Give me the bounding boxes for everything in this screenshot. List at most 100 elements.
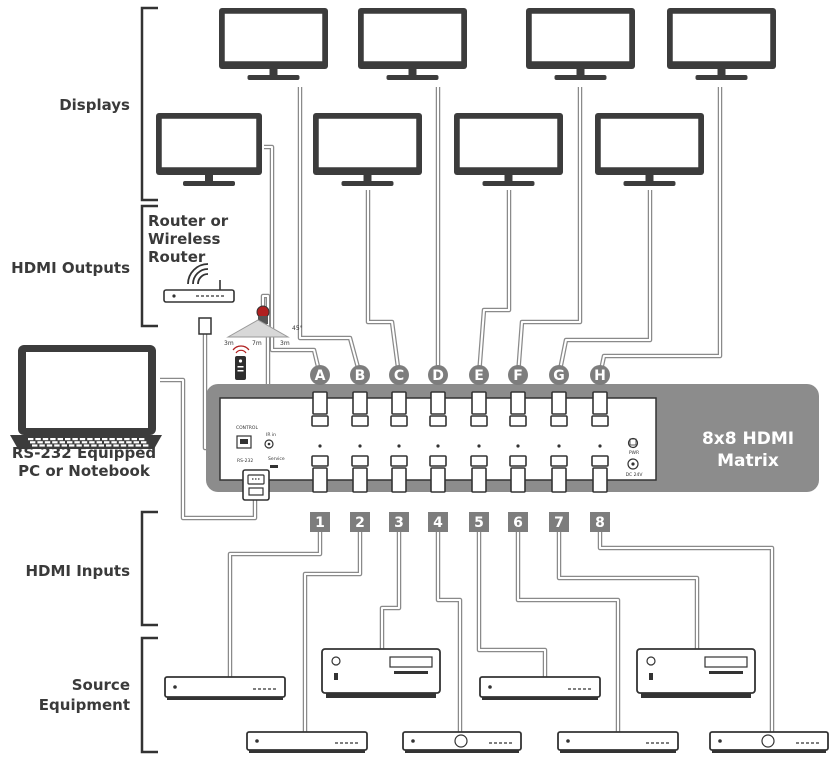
input-badge-6 [508,512,528,532]
output-label-a: A [315,368,326,384]
bracket-hdmi-inputs [140,510,158,627]
port-indicator-dot [397,444,401,448]
output-hdmi-connector [430,391,446,415]
bracket-source-equipment [140,636,158,754]
display-monitor [667,8,776,80]
display-monitor [358,8,467,80]
input-hdmi-connector [390,455,408,467]
label-displays: Displays [59,96,130,114]
output-badge-e [469,365,489,385]
ir-signal-icon [232,345,250,354]
label-pc-1: RS-232 Equipped [12,444,156,462]
display-monitor [313,113,422,186]
source-device-5 [479,676,601,700]
panel-label-service: Service [268,456,285,462]
input-hdmi-connector [429,455,447,467]
source-device-2 [246,731,368,753]
input-badge-2 [350,512,370,532]
output-badge-b [350,365,370,385]
input-badge-7 [549,512,569,532]
output-badge-h [590,365,610,385]
input-label-3: 3 [394,515,404,531]
input-label-4: 4 [433,515,443,531]
source-device-6 [557,731,679,753]
input-badge-3 [389,512,409,532]
input-label-6: 6 [513,515,523,531]
hdmi-port-group [311,391,609,493]
display-monitor [156,113,262,186]
label-router-1: Router or [148,212,229,230]
label-router-3: Router [148,248,206,266]
input-hdmi-connector [509,455,527,467]
display-monitor [526,8,635,80]
input-hdmi-connector [470,455,488,467]
display-group [156,8,776,186]
laptop-device [10,345,162,449]
port-indicator-dot [358,444,362,448]
output-cable-e [476,190,512,376]
matrix-title-2: Matrix [717,451,779,471]
port-indicator-dot [598,444,602,448]
port-indicator-dot [318,444,322,448]
service-port [270,465,278,468]
label-hdmi-inputs: HDMI Inputs [25,562,130,580]
group-brackets [140,6,158,754]
ir-range-left: 3m [224,340,234,347]
label-router-2: Wireless [148,230,221,248]
panel-label-dc: DC 24V [626,472,644,478]
output-hdmi-connector [510,391,526,415]
output-hdmi-connector [312,391,328,415]
source-device-3 [321,648,441,698]
output-label-g: G [553,368,565,384]
hdmi-matrix-device: 8x8 HDMI Matrix CONTROL IR in RS-232 Ser… [206,384,819,501]
panel-label-rs232: RS-232 [237,458,253,464]
power-section: PWR DC 24V [626,437,644,478]
output-hdmi-connector [391,391,407,415]
ir-angle-label: 45° [292,325,303,332]
input-label-5: 5 [474,515,484,531]
output-hdmi-connector [352,391,368,415]
display-monitor [454,113,563,186]
input-label-7: 7 [554,515,564,531]
source-equipment-group [164,648,829,753]
source-device-7 [636,648,756,698]
output-badge-d [428,365,448,385]
input-badge-1 [310,512,330,532]
output-label-f: F [513,368,523,384]
rs232-db9-connector [242,469,270,501]
input-cable-7 [556,522,700,649]
output-label-e: E [474,368,484,384]
ethernet-plug [198,317,212,335]
input-hdmi-connector [311,455,329,467]
port-indicator-dot [477,444,481,448]
output-badge-f [508,365,528,385]
input-label-1: 1 [315,515,325,531]
output-hdmi-connector [592,391,608,415]
source-device-8 [709,731,829,753]
ir-range-right: 3m [280,340,290,347]
display-monitor [219,8,328,80]
input-label-2: 2 [355,515,365,531]
port-indicator-dot [516,444,520,448]
input-cable-8 [597,522,775,732]
ir-emitter: 45° 3m 7m 3m [224,305,303,380]
bracket-displays [140,6,158,202]
input-hdmi-connector [351,455,369,467]
output-hdmi-connector [471,391,487,415]
source-device-1 [164,676,286,700]
input-badge-5 [469,512,489,532]
input-hdmi-connector [550,455,568,467]
panel-label-power: PWR [629,450,639,456]
port-indicator-dot [436,444,440,448]
output-hdmi-connector [551,391,567,415]
output-label-d: D [432,368,444,384]
display-monitor [595,113,704,186]
laptop-keyboard [28,438,149,447]
output-cable-g [556,190,653,376]
wifi-icon [187,263,209,285]
source-device-4 [402,731,522,753]
bracket-hdmi-outputs [140,204,158,328]
output-badge-g [549,365,569,385]
